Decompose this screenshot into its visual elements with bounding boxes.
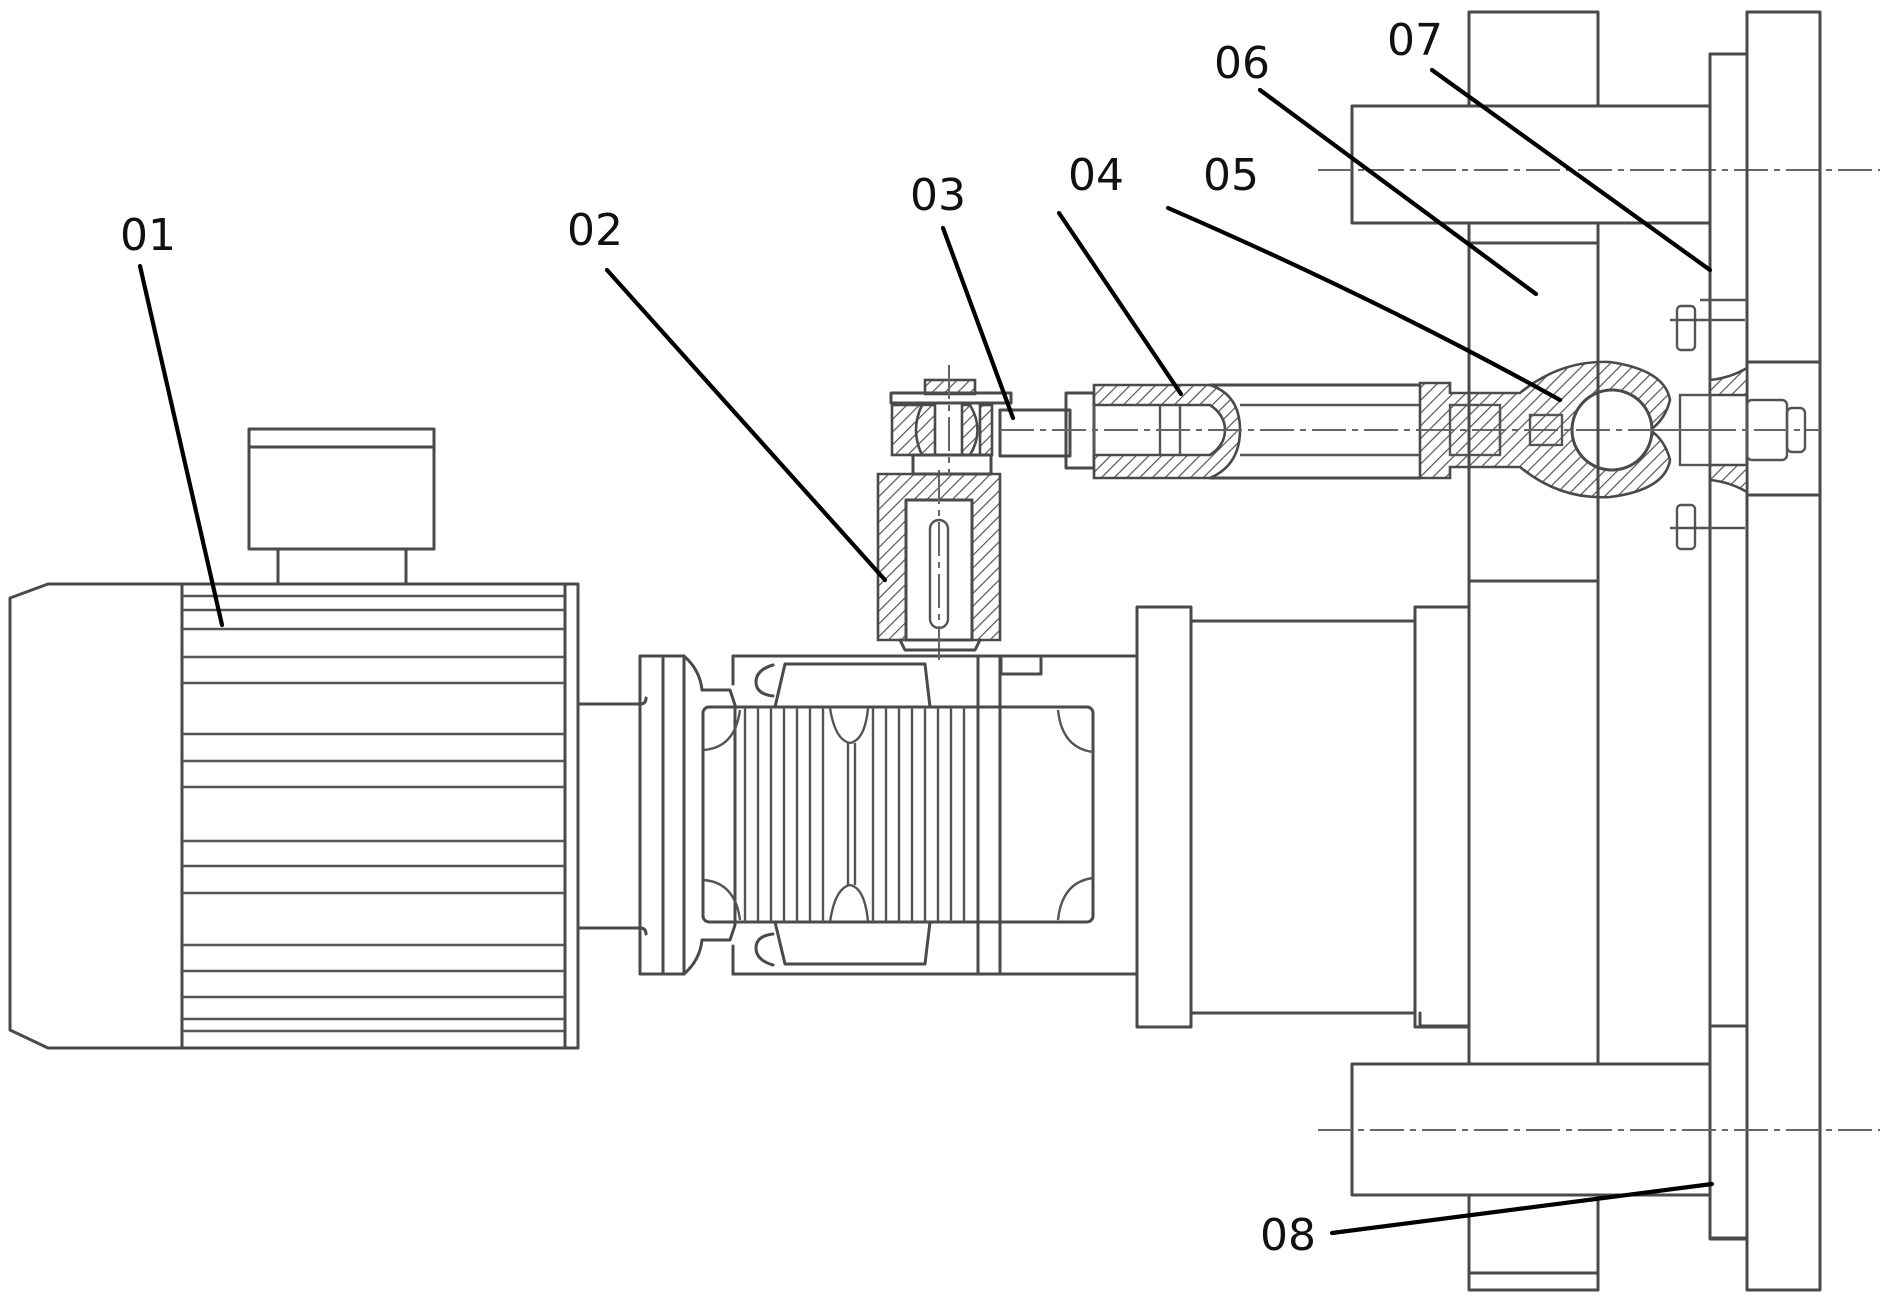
leader-07	[1429, 67, 1713, 273]
output-flange	[1135, 605, 1193, 1029]
bolt-lower	[1670, 503, 1745, 551]
leader-02	[604, 267, 888, 583]
terminal-box	[247, 427, 436, 551]
label-06: 06	[1214, 38, 1270, 89]
gearbox-fins	[743, 707, 966, 922]
label-07: 07	[1387, 15, 1443, 66]
cooling-fins	[182, 594, 565, 1033]
leader-05	[1165, 205, 1563, 403]
connecting-rod	[1000, 383, 1422, 480]
leader-01	[137, 263, 225, 628]
crank-housing	[876, 470, 1002, 660]
leader-03	[940, 225, 1016, 421]
part-labels: 01 02 03 04 05 06 07 08	[120, 15, 1443, 1261]
mounting-plate	[1650, 10, 1822, 1292]
base-assembly	[1318, 1011, 1880, 1240]
label-04: 04	[1068, 150, 1124, 201]
label-08: 08	[1260, 1210, 1316, 1261]
label-01: 01	[120, 210, 176, 261]
fan-cover	[8, 582, 184, 1050]
upper-arm	[1318, 104, 1880, 225]
label-05: 05	[1203, 150, 1259, 201]
leader-08	[1329, 1181, 1715, 1236]
rod-end-eye	[1418, 360, 1720, 499]
leader-lines	[137, 67, 1715, 1236]
motor-body	[180, 582, 580, 1050]
bolt-upper	[1670, 298, 1747, 352]
gearbox	[638, 605, 1471, 1029]
label-02: 02	[567, 205, 623, 256]
leader-06	[1257, 87, 1539, 297]
frame-column	[1467, 10, 1600, 1292]
leader-04	[1056, 210, 1184, 397]
spherical-joint	[889, 365, 1072, 476]
label-03: 03	[910, 170, 966, 221]
motor	[8, 427, 648, 1050]
